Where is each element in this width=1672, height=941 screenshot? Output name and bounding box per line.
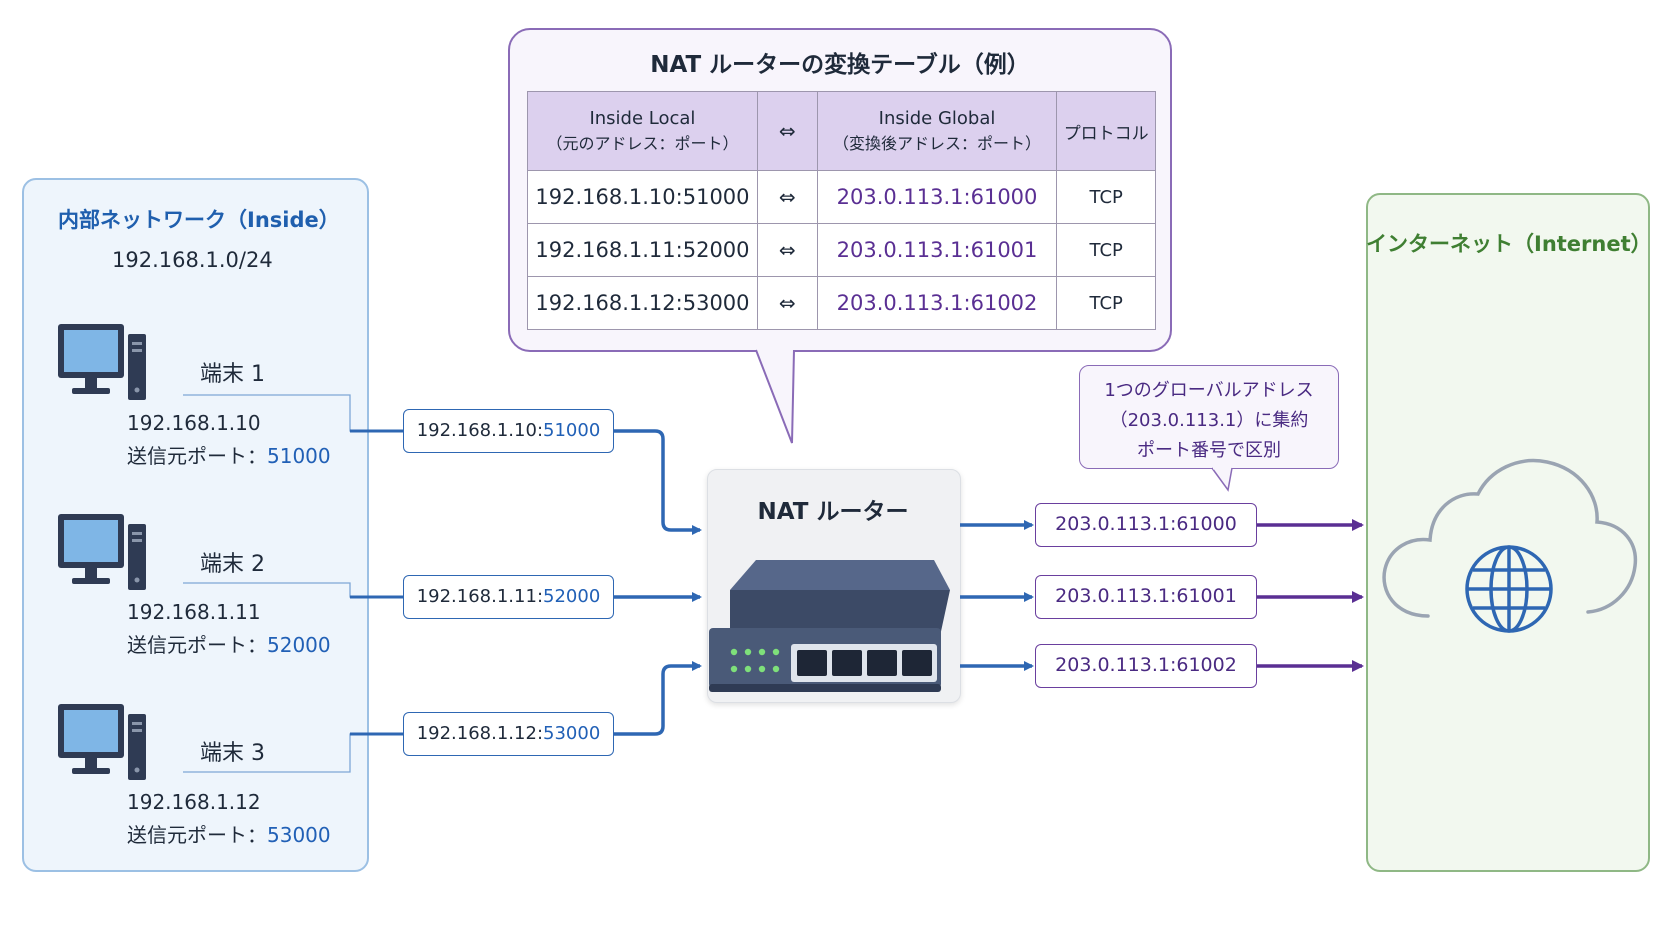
computer-icon [58,514,146,590]
header-arrow: ⇔ [756,91,818,171]
cell-inside-local: 192.168.1.12:53000 [527,276,758,330]
note-callout-tail [1211,467,1233,492]
cell-inside-global: 203.0.113.1:61002 [816,276,1058,330]
note-line-2: （203.0.113.1）に集約 [1109,410,1309,431]
translated-packet-3: 203.0.113.1:61002 [1035,644,1257,688]
terminal-1-ip: 192.168.1.10 [127,411,261,435]
cell-protocol: TCP [1056,223,1156,277]
inside-packet-2: 192.168.1.11:52000 [403,575,614,619]
cell-protocol: TCP [1056,170,1156,224]
internet-title: インターネット（Internet） [1366,232,1652,256]
table-row: 192.168.1.10:51000 ⇔ 203.0.113.1:61000 T… [527,170,1156,224]
nat-table-title: NAT ルーターの変換テーブル（例） [650,52,1030,78]
cell-protocol: TCP [1056,276,1156,330]
note-line-1: 1つのグローバルアドレス [1104,380,1314,401]
translated-packet-1: 203.0.113.1:61000 [1035,503,1257,547]
terminal-3-port: 送信元ポート：53000 [127,823,331,847]
note-line-3: ポート番号で区別 [1137,440,1281,461]
cell-inside-global: 203.0.113.1:61001 [816,223,1058,277]
table-callout-tail [755,349,795,444]
inside-network-title: 内部ネットワーク（Inside） [58,208,340,232]
cell-arrow: ⇔ [756,276,818,330]
header-protocol: プロトコル [1056,91,1156,171]
terminal-2-port: 送信元ポート：52000 [127,633,331,657]
aggregation-note-callout [1079,365,1339,469]
cell-arrow: ⇔ [756,170,818,224]
computer-icon [58,704,146,780]
inside-packet-1: 192.168.1.10:51000 [403,409,614,453]
header-inside-local: Inside Local（元のアドレス：ポート） [527,91,758,171]
cell-inside-local: 192.168.1.10:51000 [527,170,758,224]
terminal-1-label: 端末 1 [200,362,265,387]
terminal-2-ip: 192.168.1.11 [127,600,261,624]
table-row: 192.168.1.12:53000 ⇔ 203.0.113.1:61002 T… [527,276,1156,330]
internet-panel [1366,193,1650,872]
cell-arrow: ⇔ [756,223,818,277]
table-row: 192.168.1.11:52000 ⇔ 203.0.113.1:61001 T… [527,223,1156,277]
router-icon [709,560,950,692]
terminal-1-port: 送信元ポート：51000 [127,444,331,468]
header-inside-global: Inside Global（変換後アドレス：ポート） [816,91,1058,171]
terminal-3-ip: 192.168.1.12 [127,790,261,814]
table-header-row: Inside Local（元のアドレス：ポート） ⇔ Inside Global… [527,91,1156,171]
computer-icon [58,324,146,400]
router-title: NAT ルーター [757,499,909,525]
cloud-icon [1382,458,1638,618]
terminal-3-label: 端末 3 [200,741,265,766]
terminal-2-label: 端末 2 [200,552,265,577]
nat-translation-table: Inside Local（元のアドレス：ポート） ⇔ Inside Global… [527,91,1156,330]
cell-inside-global: 203.0.113.1:61000 [816,170,1058,224]
inside-subnet: 192.168.1.0/24 [112,248,273,272]
globe-icon [1465,545,1553,633]
cell-inside-local: 192.168.1.11:52000 [527,223,758,277]
inside-packet-3: 192.168.1.12:53000 [403,712,614,756]
translated-packet-2: 203.0.113.1:61001 [1035,575,1257,619]
